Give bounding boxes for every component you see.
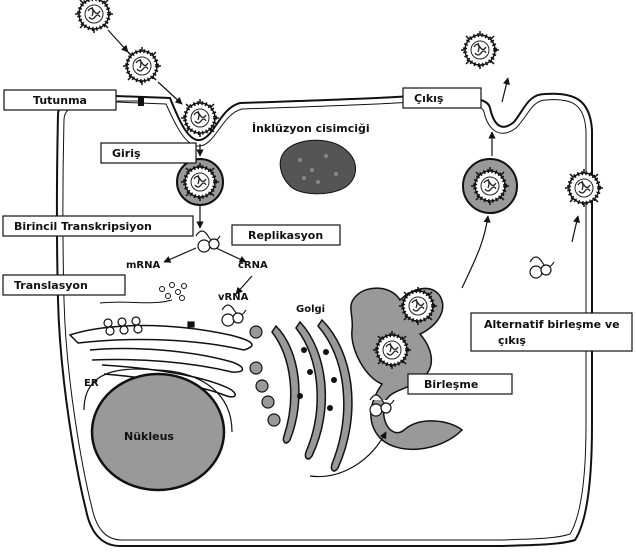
- label-box-birlesme: [407, 373, 513, 395]
- virion-assembling-1: [397, 285, 439, 327]
- golgi-apparatus: [271, 318, 353, 472]
- label-birincil-transkripsiyon: Birincil Transkripsiyon: [14, 220, 152, 233]
- label-box-replikasyon: [231, 224, 341, 246]
- cell-membrane: [55, 92, 593, 547]
- virion-released: [459, 29, 501, 71]
- rnp-alt: [529, 256, 555, 279]
- rnp-budding: [369, 394, 395, 417]
- inclusion-body-texture: [298, 154, 338, 184]
- mrna-strand: [99, 299, 173, 304]
- label-alternatif-line2: çıkış: [498, 334, 526, 347]
- virion-in-vesicle: [469, 165, 511, 207]
- golgi-proteins: [297, 347, 337, 411]
- label-golgi: Golgi: [296, 304, 325, 315]
- label-box-cikis: [402, 87, 482, 109]
- label-translasyon: Translasyon: [14, 279, 88, 292]
- inclusion-body: [279, 139, 356, 195]
- virion-attaching: [179, 97, 221, 139]
- label-crna: cRNA: [238, 260, 268, 271]
- arrows: [107, 29, 581, 478]
- label-box-giris: [100, 142, 197, 164]
- virion-assembling-2: [371, 329, 413, 371]
- label-birlesme: Birleşme: [424, 378, 478, 391]
- virion-incoming-1: [73, 0, 115, 35]
- label-giris: Giriş: [112, 147, 141, 160]
- label-box-translasyon: [2, 274, 126, 296]
- label-nukleus: Nükleus: [124, 430, 174, 443]
- label-mrna: mRNA: [126, 260, 160, 271]
- label-replikasyon: Replikasyon: [248, 229, 323, 242]
- virion-incoming-2: [121, 45, 163, 87]
- er-membranes: [68, 324, 253, 398]
- label-inkluzyon: İnklüzyon cisimciği: [252, 121, 370, 135]
- virion-in-endosome: [179, 161, 221, 203]
- nucleus: [90, 372, 226, 492]
- rnp-vrna: [221, 304, 247, 327]
- ribosomes: [103, 316, 195, 336]
- label-box-birincil: [2, 215, 194, 237]
- label-cikis: Çıkış: [414, 92, 444, 105]
- label-alternatif-line1: Alternatif birleşme ve: [484, 318, 620, 331]
- attachment-receptor: [138, 96, 144, 106]
- rnp-uncoated: [195, 230, 221, 253]
- label-box-tutunma: [3, 89, 117, 111]
- label-tutunma: Tutunma: [33, 94, 87, 107]
- label-box-alternatif: [470, 312, 633, 352]
- virion-alt-released: [563, 167, 605, 209]
- label-er: ER: [84, 378, 99, 389]
- label-vrna: vRNA: [218, 292, 249, 303]
- free-ribosomes: [159, 282, 187, 301]
- golgi-vesicles: [249, 325, 281, 427]
- nuclear-envelope: [83, 368, 233, 433]
- cell-membrane-inner: [62, 99, 587, 541]
